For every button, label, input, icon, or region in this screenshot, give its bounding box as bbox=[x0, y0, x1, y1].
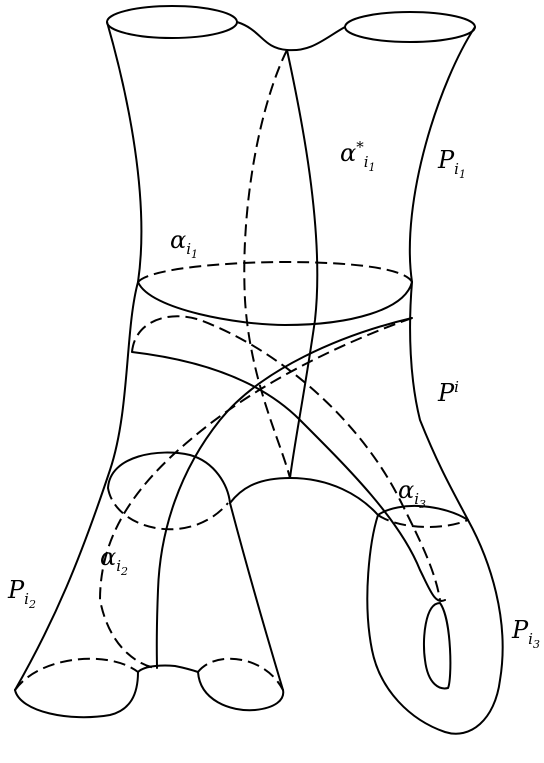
bottom-right-circle-back bbox=[198, 659, 283, 690]
bottom-left-circle-back bbox=[15, 659, 138, 690]
top-saddle-curve bbox=[237, 22, 345, 50]
solid-crossing-curve-b bbox=[157, 318, 412, 668]
top-right-boundary-circle bbox=[345, 12, 475, 42]
label-alpha-i1-star: α*i1 bbox=[340, 140, 376, 173]
bottom-saddle-curve bbox=[138, 666, 198, 672]
bottom-left-circle-front bbox=[15, 672, 138, 717]
alpha-i1-star-back bbox=[244, 50, 290, 478]
inner-left-leg-wall bbox=[230, 503, 283, 690]
label-alpha-i2: αi2 bbox=[100, 545, 128, 577]
label-P-i: Pi bbox=[438, 380, 459, 405]
alpha-i1-front bbox=[138, 282, 412, 325]
upper-left-wall bbox=[107, 22, 141, 282]
spiral-outer-wall bbox=[367, 515, 502, 734]
lower-left-wall bbox=[15, 282, 138, 690]
label-P-i2: Pi2 bbox=[8, 578, 36, 610]
label-alpha-i3: αi3 bbox=[398, 478, 426, 510]
bottom-right-circle-front bbox=[198, 672, 283, 710]
top-left-boundary-circle bbox=[107, 6, 237, 38]
label-P-i1: Pi1 bbox=[438, 148, 466, 180]
label-P-i3: Pi3 bbox=[512, 618, 540, 650]
alpha-i1-star-front bbox=[287, 50, 317, 478]
alpha-i1-back bbox=[138, 262, 412, 282]
alpha-i2-front-arch bbox=[108, 453, 230, 503]
spiral-inner-loop bbox=[424, 603, 450, 688]
middle-arch bbox=[230, 478, 378, 515]
label-alpha-i1: αi1 bbox=[170, 228, 198, 260]
